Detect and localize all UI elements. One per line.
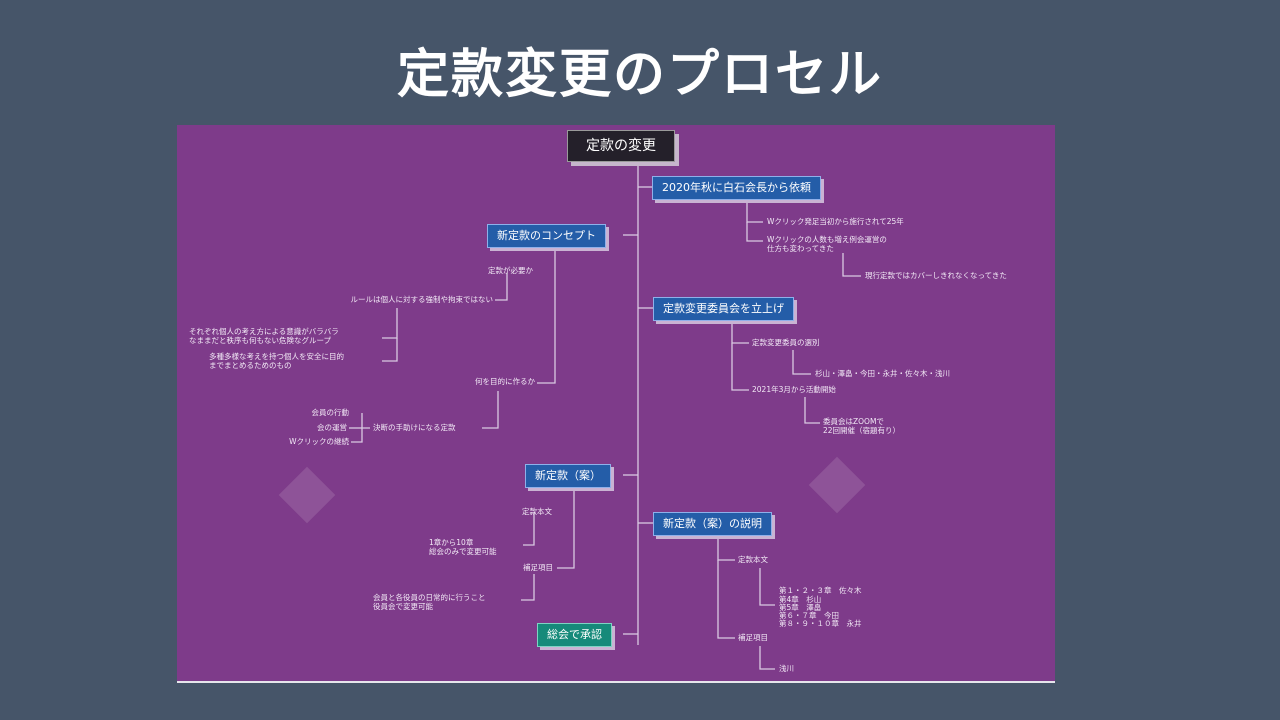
connector-lines [349,163,861,670]
leaf-b5-1: 定款本文 [738,555,768,564]
branch-concept: 新定款のコンセプト [487,224,606,248]
leaf-b4-1: 定款本文 [522,507,552,516]
panel-baseline [177,681,1055,683]
branch-approval: 総会で承認 [537,623,612,647]
leaf-b1-2a: Wクリックの人数も増え例会運営の [767,235,887,244]
branch-request: 2020年秋に白石会長から依頼 [652,176,821,200]
leaf-b5-2b: 第4章 杉山 [779,595,822,604]
leaf-b2-5: 何を目的に作るか [475,377,535,386]
branch-explanation: 新定款（案）の説明 [653,512,772,536]
branch-draft: 新定款（案） [525,464,611,488]
leaf-b5-3: 補足項目 [738,633,768,642]
leaf-b2-7: 会員の行動 [311,408,350,417]
leaf-b4-3: 補足項目 [523,563,553,572]
leaf-b5-2d: 第６・７章 今田 [779,611,839,620]
watermark-right [807,455,867,515]
leaf-b3-2: 杉山・澤畠・今田・永井・佐々木・浅川 [815,369,950,378]
leaf-b3-1: 定款変更委員の選別 [752,338,820,347]
root-node: 定款の変更 [567,130,675,162]
leaf-b3-3: 2021年3月から活動開始 [752,385,836,394]
leaf-b2-4a: 多種多様な考えを持つ個人を安全に目的 [209,352,344,361]
branch-committee: 定款変更委員会を立上げ [653,297,794,321]
leaf-b1-1: Wクリック発足当初から施行されて25年 [767,217,904,226]
leaf-b2-4b: までまとめるためのもの [209,361,292,370]
leaf-b2-9: Wクリックの継続 [289,437,349,446]
leaf-b4-2b: 総会のみで変更可能 [429,547,497,556]
leaf-b1-3: 現行定款ではカバーしきれなくなってきた [865,271,1007,280]
leaf-b4-2a: 1章から10章 [429,538,474,547]
leaf-b4-4b: 役員会で変更可能 [373,602,433,611]
watermark-left [277,465,337,525]
leaf-b2-1: 定款が必要か [488,266,533,275]
leaf-b1-2b: 仕方も変わってきた [767,244,834,253]
mind-map: 定款の変更 2020年秋に白石会長から依頼 新定款のコンセプト 定款変更委員会を… [177,125,1055,681]
leaf-b3-4b: 22回開催（宿題有り） [823,426,901,435]
leaf-b2-6: 決断の手助けになる定款 [373,423,456,432]
leaf-b3-4a: 委員会はZOOMで [823,417,884,426]
leaf-b2-2: ルールは個人に対する強制や拘束ではない [350,295,494,304]
slide-title: 定款変更のプロセル [396,45,883,105]
leaf-b5-4: 浅川 [779,664,794,673]
leaf-b2-3b: なままだと秩序も何もない危険なグループ [189,336,332,345]
leaf-b2-3a: それぞれ個人の考え方による意識がバラバラ [189,327,339,336]
leaf-b2-8: 会の運営 [317,423,347,432]
leaf-b5-2c: 第5章 澤畠 [779,603,822,612]
leaf-b4-4a: 会員と各役員の日常的に行うこと [373,593,486,602]
leaf-b5-2a: 第１・２・３章 佐々木 [779,586,862,595]
leaf-b5-2e: 第８・９・１０章 永井 [779,619,862,628]
